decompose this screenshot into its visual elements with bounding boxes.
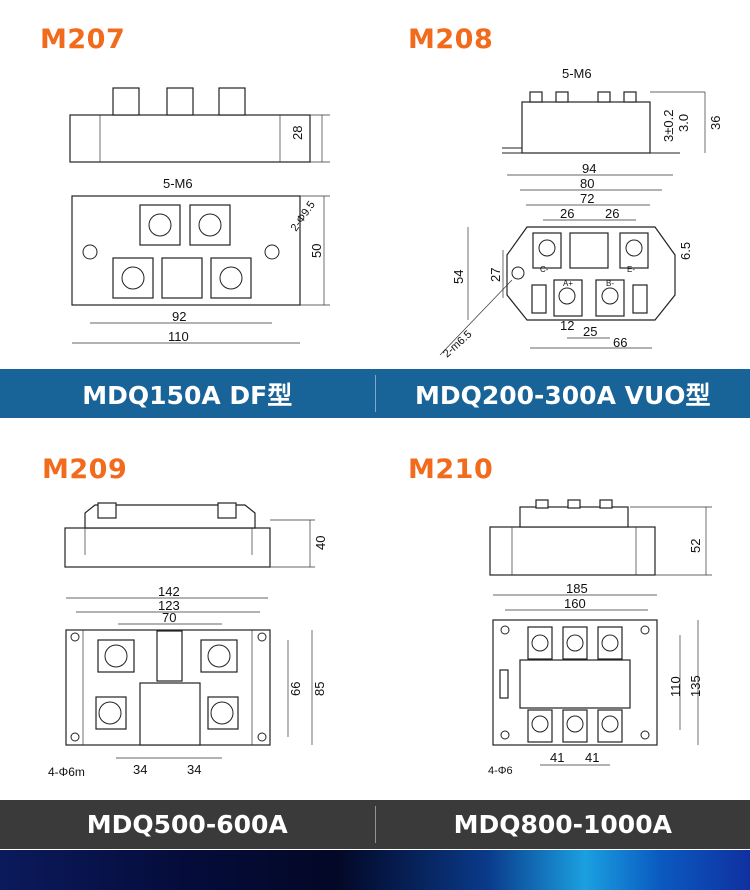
m208-drawing: 5-M6 36 3±0.2 3.0 94 80 72 26 26 C- E- A+… (439, 66, 723, 360)
svg-text:142: 142 (158, 584, 180, 599)
svg-text:E-: E- (627, 265, 635, 274)
svg-text:135: 135 (688, 675, 703, 697)
svg-text:94: 94 (582, 161, 596, 176)
svg-text:B-: B- (606, 279, 614, 288)
svg-text:4-Φ6m: 4-Φ6m (48, 765, 85, 779)
svg-text:66: 66 (613, 335, 627, 350)
divider (374, 806, 376, 843)
model-code-m210: M210 (408, 454, 494, 485)
svg-text:52: 52 (688, 539, 703, 553)
m209-drawing: 40 142 123 70 66 85 34 34 4-Φ6m (48, 502, 328, 779)
svg-text:4-Φ6: 4-Φ6 (488, 765, 513, 777)
svg-text:3.0: 3.0 (676, 114, 691, 132)
svg-text:3±0.2: 3±0.2 (661, 110, 676, 142)
svg-text:66: 66 (288, 682, 303, 696)
m210-drawing: 52 185 160 110 135 41 41 4-Φ6 (488, 499, 712, 777)
svg-text:185: 185 (566, 581, 588, 596)
model-name-m209: MDQ500-600A (86, 810, 288, 839)
banner-row-1: MDQ150A DF型 MDQ200-300A VUO型 (0, 369, 750, 418)
model-code-m209: M209 (42, 454, 128, 485)
svg-text:85: 85 (312, 682, 327, 696)
svg-text:A+: A+ (563, 279, 573, 288)
svg-text:41: 41 (585, 750, 599, 765)
svg-text:54: 54 (451, 270, 466, 284)
svg-text:27: 27 (488, 268, 503, 282)
svg-text:12: 12 (560, 318, 574, 333)
svg-text:110: 110 (168, 329, 189, 344)
svg-text:40: 40 (313, 536, 328, 550)
svg-text:5-M6: 5-M6 (562, 66, 592, 81)
svg-text:160: 160 (564, 596, 586, 611)
svg-text:34: 34 (133, 762, 147, 777)
svg-text:41: 41 (550, 750, 564, 765)
svg-text:123: 123 (158, 598, 180, 613)
model-code-m207: M207 (40, 24, 126, 55)
svg-text:5-M6: 5-M6 (163, 176, 193, 191)
svg-text:34: 34 (187, 762, 201, 777)
svg-text:110: 110 (668, 676, 683, 697)
divider (374, 375, 376, 412)
svg-text:80: 80 (580, 176, 594, 191)
svg-text:25: 25 (583, 324, 597, 339)
model-name-m210: MDQ800-1000A (453, 810, 672, 839)
decorative-background-strip (0, 850, 750, 890)
m207-drawing: 28 5-M6 2-Φ9.5 50 92 110 (69, 87, 330, 344)
svg-text:36: 36 (708, 116, 723, 130)
model-code-m208: M208 (408, 24, 494, 55)
banner-row-2: MDQ500-600A MDQ800-1000A (0, 800, 750, 849)
svg-text:28: 28 (290, 126, 305, 140)
svg-text:50: 50 (309, 244, 324, 258)
svg-text:26: 26 (560, 206, 574, 221)
svg-text:6.5: 6.5 (678, 242, 693, 260)
svg-text:C-: C- (540, 265, 549, 274)
svg-text:2-m6.5: 2-m6.5 (441, 328, 474, 360)
svg-text:70: 70 (162, 610, 176, 625)
model-name-m207: MDQ150A DF型 (82, 380, 293, 410)
svg-text:92: 92 (172, 309, 186, 324)
svg-text:72: 72 (580, 191, 594, 206)
model-name-m208: MDQ200-300A VUO型 (414, 380, 711, 410)
svg-text:26: 26 (605, 206, 619, 221)
